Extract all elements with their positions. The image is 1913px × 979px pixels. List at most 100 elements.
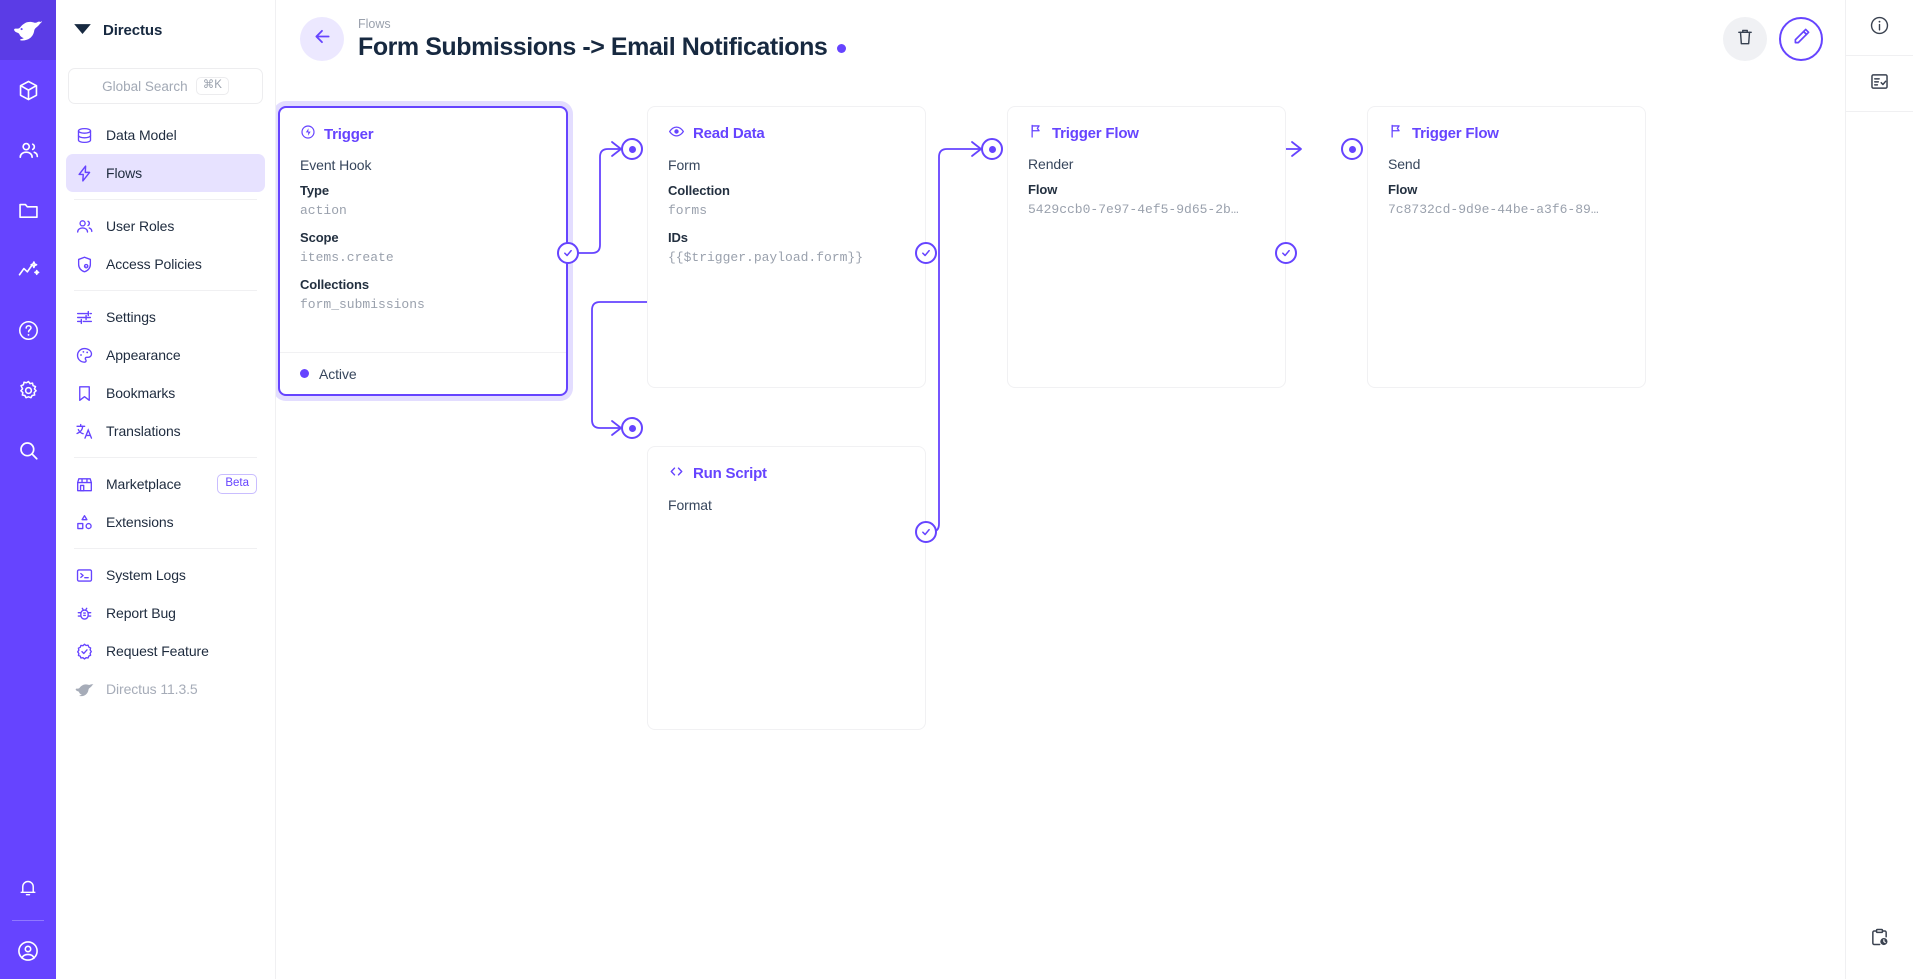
sidebar-item-label: Directus 11.3.5	[106, 681, 198, 697]
field-key: Flow	[1388, 182, 1418, 197]
back-button[interactable]	[300, 17, 344, 61]
delete-button[interactable]	[1723, 17, 1767, 61]
sliders-icon	[74, 307, 95, 328]
flow-node-trigger[interactable]: Trigger Event Hook Type action Scope ite…	[278, 106, 568, 396]
flow-node-trigger-flow-send[interactable]: Trigger Flow Send Flow 7c8732cd-9d9e-44b…	[1367, 106, 1646, 388]
sidebar-item-translations[interactable]: Translations	[66, 412, 265, 450]
translate-icon	[74, 421, 95, 442]
node-subtitle: Event Hook	[300, 157, 372, 173]
sidebar-item-extensions[interactable]: Extensions	[66, 503, 265, 541]
port-core	[628, 424, 636, 432]
search-placeholder: Global Search	[102, 78, 188, 94]
port-core	[1348, 145, 1356, 153]
sidebar-item-request-feature[interactable]: Request Feature	[66, 632, 265, 670]
rail-divider	[12, 920, 44, 921]
port-resolve-trigger-flow-render[interactable]	[1275, 242, 1297, 264]
sidebar-item-label: Appearance	[106, 347, 181, 363]
rail-item-insights[interactable]	[0, 240, 56, 300]
trigger-bolt-circle-icon	[300, 124, 316, 144]
port-input-run-script[interactable]	[621, 417, 643, 439]
flow-info-panel-button[interactable]	[1845, 0, 1913, 56]
sidebar-item-data-model[interactable]: Data Model	[66, 116, 265, 154]
sidebar-item-access-policies[interactable]: Access Policies	[66, 245, 265, 283]
node-field: Collection forms	[668, 181, 905, 220]
rail-item-account[interactable]	[0, 923, 56, 979]
port-input-trigger-flow-send[interactable]	[1341, 138, 1363, 160]
node-header-label: Trigger Flow	[1052, 124, 1139, 142]
sidebar-item-settings[interactable]: Settings	[66, 298, 265, 336]
sidebar-item-label: User Roles	[106, 218, 175, 234]
breadcrumb[interactable]: Flows	[358, 16, 391, 31]
check-badge-icon	[74, 641, 95, 662]
title-row: Form Submissions -> Email Notifications	[358, 32, 847, 62]
sidebar-nav-list: Data Model Flows User Roles Acc	[56, 116, 275, 708]
database-icon	[74, 125, 95, 146]
trigger-status-footer: Active	[280, 352, 566, 394]
node-field: Type action	[300, 181, 546, 220]
flow-logs-panel-button[interactable]	[1845, 56, 1913, 112]
rail-item-content[interactable]	[0, 60, 56, 120]
shield-lock-icon	[74, 254, 95, 275]
rail-item-notifications[interactable]	[0, 858, 56, 918]
terminal-icon	[74, 565, 95, 586]
clipboard-clock-icon	[1869, 927, 1890, 953]
sidebar-item-label: Report Bug	[106, 605, 176, 621]
edit-button[interactable]	[1779, 17, 1823, 61]
sidebar-item-label: Data Model	[106, 127, 177, 143]
sidebar-item-label: Bookmarks	[106, 385, 176, 401]
flow-node-read-data[interactable]: Read Data Form Collection forms IDs {{$t…	[647, 106, 926, 388]
rail-item-user-directory[interactable]	[0, 120, 56, 180]
search-input[interactable]: Global Search ⌘K	[68, 68, 263, 104]
port-resolve-run-script[interactable]	[915, 521, 937, 543]
search-shortcut: ⌘K	[195, 76, 229, 96]
sidebar-item-appearance[interactable]: Appearance	[66, 336, 265, 374]
port-core	[628, 145, 636, 153]
field-value: form_submissions	[300, 296, 425, 312]
sidebar-item-flows[interactable]: Flows	[66, 154, 265, 192]
port-resolve-read-data[interactable]	[915, 242, 937, 264]
trash-icon	[1735, 27, 1755, 52]
sidebar-item-label: Settings	[106, 309, 156, 325]
activity-log-button[interactable]	[1846, 901, 1913, 979]
node-subtitle: Send	[1388, 156, 1421, 172]
flag-icon	[1028, 123, 1044, 143]
sidebar-header: Directus	[56, 0, 275, 60]
page-header: Flows Form Submissions -> Email Notifica…	[276, 0, 1845, 78]
port-input-trigger-flow-render[interactable]	[981, 138, 1003, 160]
trigger-status-label: Active	[319, 365, 357, 382]
rail-item-search[interactable]	[0, 420, 56, 480]
node-header-label: Read Data	[693, 125, 765, 142]
sidebar-divider	[74, 199, 257, 200]
status-badge	[837, 44, 847, 53]
sidebar-item-user-roles[interactable]: User Roles	[66, 207, 265, 245]
flow-node-trigger-flow-render[interactable]: Trigger Flow Render Flow 5429ccb0-7e97-4…	[1007, 106, 1286, 388]
rail-item-help[interactable]	[0, 300, 56, 360]
sidebar-divider	[74, 290, 257, 291]
rail-item-settings[interactable]	[0, 360, 56, 420]
node-header-label: Run Script	[693, 465, 767, 482]
sidebar-item-report-bug[interactable]: Report Bug	[66, 594, 265, 632]
page-title: Form Submissions -> Email Notifications	[358, 32, 828, 61]
page-title-block: Flows Form Submissions -> Email Notifica…	[358, 16, 847, 62]
pencil-icon	[1791, 26, 1812, 52]
sidebar-item-marketplace[interactable]: Marketplace Beta	[66, 465, 265, 503]
port-resolve-trigger[interactable]	[557, 242, 579, 264]
flow-node-run-script[interactable]: Run Script Format	[647, 446, 926, 730]
node-field: Flow 7c8732cd-9d9e-44be-a3f6-89…	[1388, 180, 1625, 219]
field-key: Type	[300, 183, 329, 198]
node-subtitle: Form	[668, 157, 701, 173]
field-key: Collection	[668, 183, 730, 198]
beta-badge: Beta	[217, 474, 257, 494]
field-value: 5429ccb0-7e97-4ef5-9d65-2b…	[1028, 201, 1239, 217]
flow-canvas[interactable]: Trigger Event Hook Type action Scope ite…	[276, 78, 1845, 979]
sidebar-item-label: Extensions	[106, 514, 174, 530]
sidebar-item-label: Access Policies	[106, 256, 202, 272]
run-script-body: Run Script Format	[648, 447, 925, 513]
directus-rabbit-logo[interactable]	[0, 0, 56, 60]
sidebar-item-system-logs[interactable]: System Logs	[66, 556, 265, 594]
port-input-read-data[interactable]	[621, 138, 643, 160]
sidebar-item-bookmarks[interactable]: Bookmarks	[66, 374, 265, 412]
node-header-label: Trigger Flow	[1412, 124, 1499, 142]
rail-item-file-library[interactable]	[0, 180, 56, 240]
